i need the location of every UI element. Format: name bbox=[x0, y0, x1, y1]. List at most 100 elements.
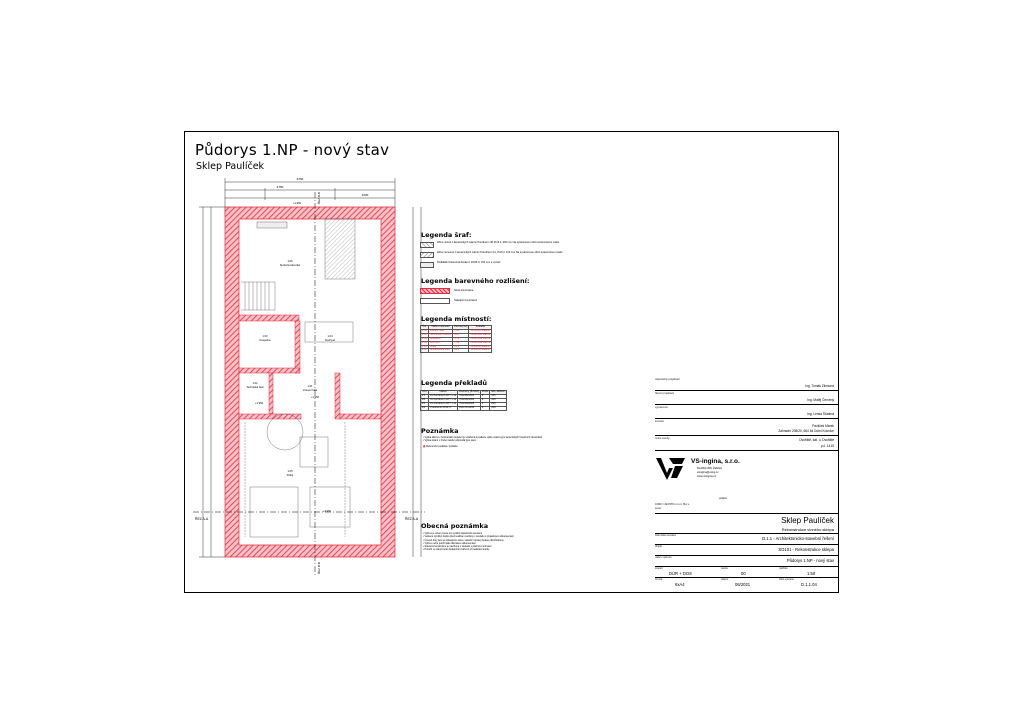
tb-label: měřítko bbox=[779, 567, 788, 570]
cell: 29,1 bbox=[452, 348, 470, 354]
level-mark: +1,950 bbox=[293, 201, 302, 205]
tb-value: SO101 - Rekonstrukce sklepa bbox=[778, 547, 834, 552]
tb-line bbox=[655, 390, 838, 391]
level-mark: +1,950 bbox=[255, 401, 264, 405]
legend-color-heading: Legenda barevného rozlišení: bbox=[421, 277, 530, 285]
section-b-top: ŘEZ B-B bbox=[316, 192, 321, 204]
tb-label: číslo výkresu bbox=[779, 578, 794, 581]
hatch-swatch bbox=[420, 252, 434, 258]
hatch-swatch bbox=[420, 262, 434, 268]
note-text: Úroveň kóty jsou ve stávajícím stavu, st… bbox=[424, 538, 504, 542]
tb-line bbox=[655, 577, 838, 578]
existing-structure bbox=[241, 218, 356, 538]
room-name: Společenská část bbox=[280, 263, 301, 267]
tb-line bbox=[655, 533, 838, 534]
room-number: 1.04 bbox=[327, 334, 333, 338]
signature-label: podpis bbox=[719, 497, 727, 500]
tb-line bbox=[655, 418, 838, 419]
drawing-title: Půdorys 1.NP - nový stav bbox=[195, 141, 390, 159]
tb-value: Ing. Lenka Šťastná bbox=[807, 412, 834, 416]
hatch-text: Zdivo nosné z keramických tvárnic Poroth… bbox=[437, 241, 560, 244]
floor-plan: 6750 4750 1000 bbox=[193, 177, 425, 577]
tb-label: místo stavby bbox=[655, 437, 670, 440]
tb-label: datum bbox=[721, 578, 729, 581]
drawing-sheet: Půdorys 1.NP - nový stav Sklep Paulíček bbox=[184, 131, 839, 593]
dimension-top-1: 6750 bbox=[297, 177, 304, 181]
coords-label: 0,000 = 424,570 m n.m. B.p.v. bbox=[655, 503, 690, 506]
room-number: 1.06 bbox=[287, 259, 293, 263]
tb-value: Ing. Tomáš Zikmund bbox=[805, 384, 834, 388]
note-item: ⓿ Referenční podlaha / podlaha bbox=[423, 445, 542, 448]
tb-label: revize bbox=[721, 567, 728, 570]
general-notes-list: • Výkres je určen pouze pro vydání stave… bbox=[423, 532, 514, 552]
note-item: • Výška sklonu v horizontální projekci j… bbox=[423, 436, 543, 439]
tb-value: p.č. 1415 bbox=[820, 444, 834, 448]
tb-drawing-no: D.1.1.04 bbox=[801, 582, 817, 587]
cell: 1.06 bbox=[420, 348, 429, 354]
tb-value: Ing. Matěj Červený bbox=[807, 398, 834, 402]
project-title: Sklep Paulíček bbox=[781, 516, 834, 525]
dimension-lines bbox=[199, 178, 422, 558]
hatch-text: Zdivo nenosné z keramických tvárnic Poro… bbox=[437, 251, 563, 254]
tb-date: 06/2021 bbox=[735, 582, 751, 587]
note-text: Výška ostění v hrubé stavbě odpovídá typ… bbox=[424, 439, 477, 443]
note-text: Výška sklonu v horizontální projekci je … bbox=[424, 436, 543, 439]
note-text: Stavební konstrukce je navržena v soulad… bbox=[424, 545, 492, 549]
note-item: • Výška ostění v hrubé stavbě odpovídá t… bbox=[423, 439, 477, 443]
notes-list: • Výška sklonu v horizontální projekci j… bbox=[423, 436, 542, 448]
legend-lintels-heading: Legenda překladů bbox=[421, 379, 488, 387]
tb-line bbox=[655, 566, 838, 567]
cell: Porotherm KP11,5 bbox=[428, 405, 459, 411]
cell: Vinylová podlaha bbox=[468, 348, 493, 354]
dimension-top-2: 4750 bbox=[277, 185, 284, 189]
tb-value: Půdorys 1.NP - nový stav bbox=[786, 558, 834, 563]
tb-line bbox=[655, 555, 838, 556]
lintels-table: Ozn. Název Rozměry [ŠxVxD] Počet Min. ul… bbox=[419, 390, 507, 411]
hatch-text: Podkladní betonová deska C 20/25 tl. 150… bbox=[437, 261, 501, 264]
rooms-table: Čís. Název místnosti Plocha [m2] Podlaha… bbox=[420, 325, 493, 354]
company-line: Dvořiště 208, Žabčice bbox=[697, 467, 723, 470]
room-name: Pokoj bbox=[287, 473, 294, 477]
legend-rooms-heading: Legenda místností: bbox=[421, 315, 492, 323]
company-line: vsingina@vsing.cz bbox=[697, 471, 719, 474]
color-swatch-existing bbox=[420, 298, 450, 304]
room-name: Vstupní hala bbox=[303, 388, 318, 392]
company-line: www.vsingina.cz bbox=[697, 475, 717, 478]
tb-value: Dvořiště, kat. ú. Dvořiště bbox=[799, 438, 834, 442]
note-item: • Stavební konstrukce je navržena v soul… bbox=[423, 545, 492, 549]
tb-revision: 00 bbox=[741, 571, 746, 576]
cell: 125 bbox=[489, 405, 507, 411]
tb-label: vypracoval bbox=[655, 406, 668, 409]
color-text: Stávající konstrukce bbox=[454, 299, 478, 302]
room-name: Koupelna bbox=[260, 338, 272, 342]
section-label-left: ŘEZ A-A bbox=[195, 516, 209, 521]
general-notes-heading: Obecná poznámka bbox=[421, 522, 489, 530]
cell: Společenská část bbox=[427, 348, 454, 354]
tb-line bbox=[655, 450, 838, 451]
tb-line bbox=[655, 404, 838, 405]
note-text: Výkres je určen pouze pro vydání stavebn… bbox=[424, 532, 483, 535]
room-number: 1.01 bbox=[307, 384, 313, 388]
project-subtitle: Rekonstrukce vinného sklepa bbox=[781, 527, 834, 532]
legend-hatch-heading: Legenda šraf: bbox=[421, 231, 472, 239]
section-label-right: ŘEZ A-A bbox=[405, 516, 419, 521]
cell: P4 bbox=[419, 405, 430, 411]
note-item: • Výkres nelze použít jako dílenskou dok… bbox=[423, 541, 476, 545]
company-name: VS-ingina, s.r.o. bbox=[691, 458, 740, 465]
note-text: Potrubí ve stěně bude dodatečně ověřeno … bbox=[424, 548, 490, 552]
tb-label: formát bbox=[655, 578, 663, 581]
wall-partitions bbox=[238, 314, 382, 420]
note-text: Výkres nelze použít jako dílenskou dokum… bbox=[424, 541, 476, 545]
tb-label: investor bbox=[655, 420, 665, 423]
tb-label: sever bbox=[655, 507, 662, 510]
cell: 145x71x1250 bbox=[457, 405, 481, 411]
tb-line bbox=[655, 435, 838, 436]
note-item: • Veškeré výrobky budou před realizací o… bbox=[423, 535, 514, 539]
tb-value: D.1.1 - Architektonicko-stavební řešení bbox=[762, 536, 834, 541]
room-name: Technická část bbox=[246, 385, 263, 389]
room-number: 1.03 bbox=[262, 334, 268, 338]
tb-value: Zahradní 208/20, 664 64 Dolní Kounice bbox=[778, 429, 834, 433]
note-text: Veškeré výrobky budou před realizací ově… bbox=[424, 535, 514, 539]
tb-label: hlavní projektant bbox=[655, 392, 675, 395]
color-text: Nové konstrukce bbox=[454, 289, 474, 292]
